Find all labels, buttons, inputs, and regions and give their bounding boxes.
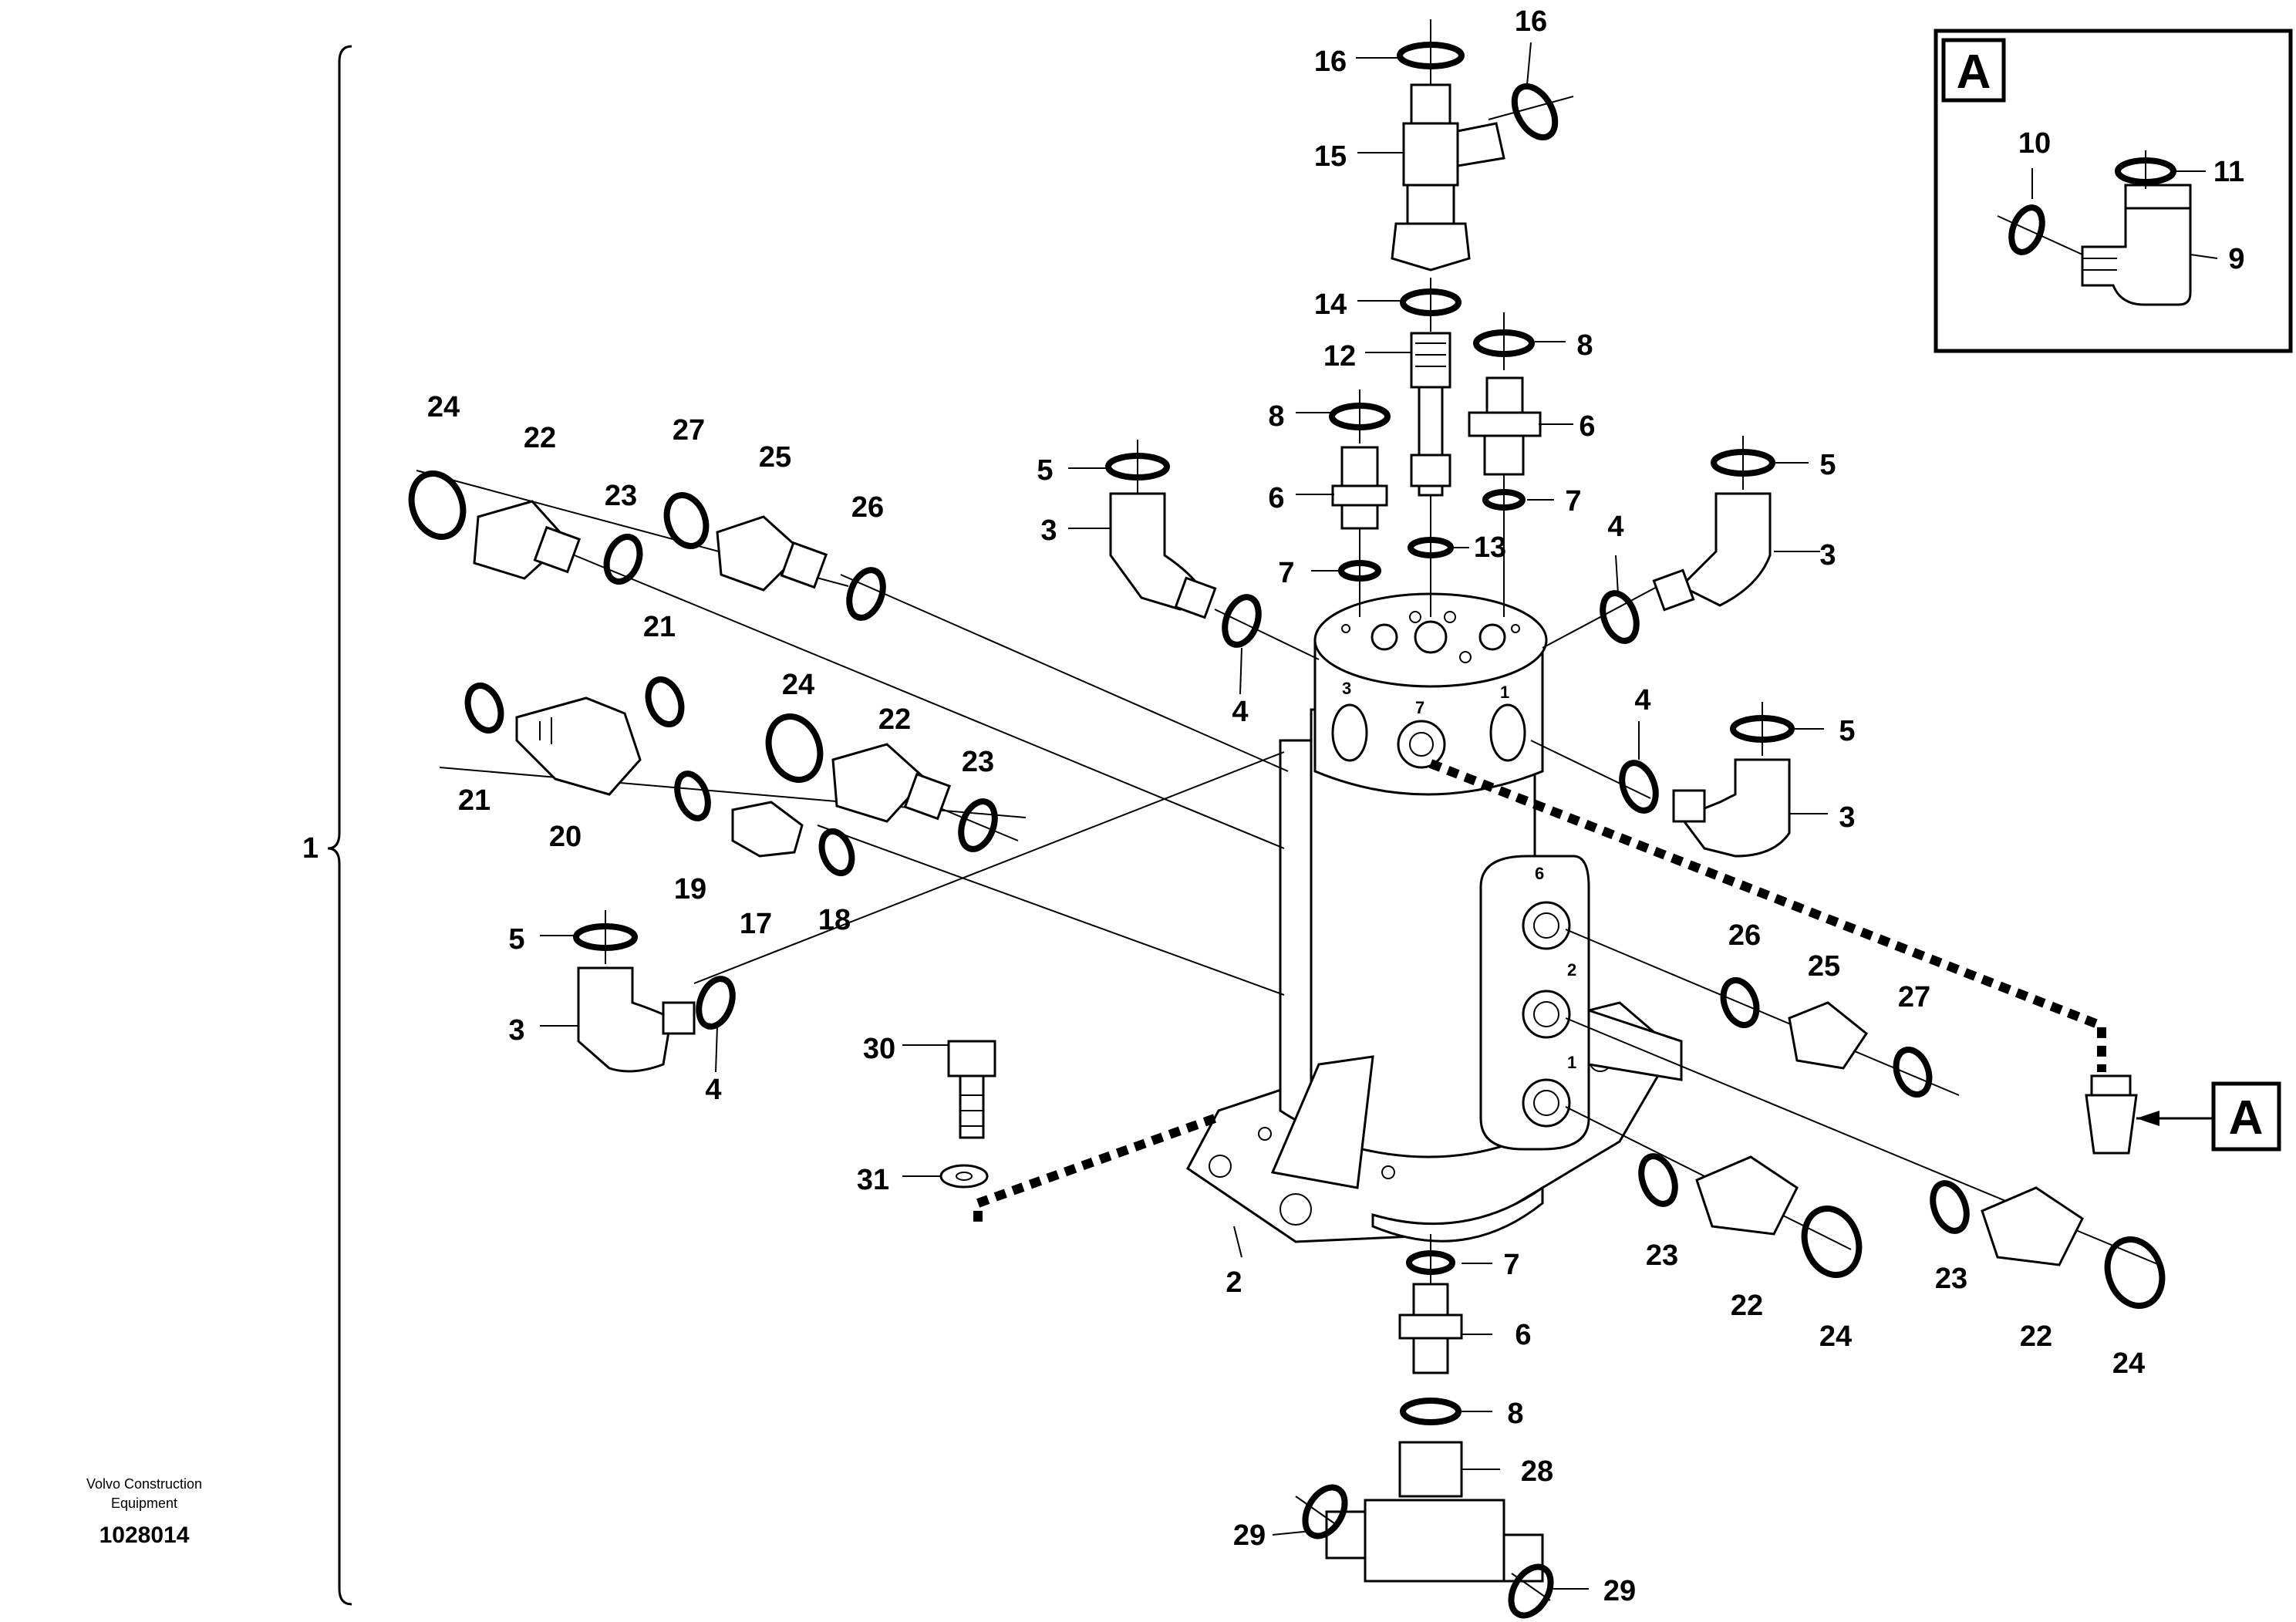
callout-14: 14 xyxy=(1314,288,1347,321)
elbow-3-lower-left xyxy=(573,910,736,1073)
elbow-3-upper-left xyxy=(1105,440,1262,648)
callout-31: 31 xyxy=(857,1164,889,1196)
detail-callout-9: 9 xyxy=(2228,243,2244,275)
left-fitting-22-top xyxy=(408,470,643,585)
callout-24-a: 24 xyxy=(427,391,460,423)
callout-1: 1 xyxy=(302,832,319,865)
callout-25-a: 25 xyxy=(759,441,791,474)
port-label-3: 3 xyxy=(1342,679,1351,698)
callout-19: 19 xyxy=(674,873,706,905)
callout-leaders xyxy=(540,42,1828,1590)
callout-6-left: 6 xyxy=(1268,482,1284,514)
callout-16-b: 16 xyxy=(1515,5,1547,38)
callout-3-a: 3 xyxy=(1040,514,1057,547)
detail-callout-10: 10 xyxy=(2018,127,2051,160)
callout-3-d: 3 xyxy=(508,1014,524,1047)
top-left-fitting-6 xyxy=(1329,389,1391,582)
callout-15: 15 xyxy=(1314,140,1347,173)
callout-17: 17 xyxy=(740,908,772,940)
top-fitting-stack xyxy=(1391,19,1574,558)
callout-29-a: 29 xyxy=(1233,1519,1266,1552)
callout-18: 18 xyxy=(818,904,851,936)
callout-4-d: 4 xyxy=(705,1074,721,1106)
rotary-joint-body xyxy=(1186,592,1683,1243)
callout-27-b: 27 xyxy=(1898,981,1930,1013)
right-fitting-22-far xyxy=(1930,1180,2166,1309)
document-number: 1028014 xyxy=(99,1523,190,1548)
callout-4-c: 4 xyxy=(1634,684,1650,717)
callout-5-d: 5 xyxy=(508,923,524,956)
callout-22-a: 22 xyxy=(524,422,556,454)
callout-21-b: 21 xyxy=(458,784,491,817)
brand-line-1: Volvo Construction xyxy=(86,1476,202,1492)
callout-5-a: 5 xyxy=(1037,454,1053,487)
left-fitting-25-top xyxy=(663,492,886,621)
left-fitting-20 xyxy=(464,676,711,821)
inset-letter: A xyxy=(1957,46,1991,99)
callout-27-a: 27 xyxy=(673,414,705,447)
callout-3-c: 3 xyxy=(1839,801,1855,834)
callout-4-b: 4 xyxy=(1607,511,1623,543)
callout-28: 28 xyxy=(1521,1455,1553,1488)
callout-23-c: 23 xyxy=(1646,1239,1678,1272)
right-fitting-22-mid xyxy=(1638,1153,1863,1278)
callout-8-bottom: 8 xyxy=(1507,1398,1523,1430)
callout-24-d: 24 xyxy=(2112,1347,2145,1380)
callout-8-left: 8 xyxy=(1268,400,1284,433)
callout-4-a: 4 xyxy=(1232,696,1248,728)
callout-7-bottom: 7 xyxy=(1503,1249,1519,1281)
callout-24-b: 24 xyxy=(782,669,814,701)
top-right-fitting-6 xyxy=(1468,312,1542,511)
callout-6-right: 6 xyxy=(1579,410,1595,443)
right-fitting-25 xyxy=(1720,976,1933,1098)
dashed-line-to-bolt xyxy=(973,1114,1217,1226)
detail-callout-11: 11 xyxy=(2213,156,2244,188)
elbow-3-mid-right xyxy=(1619,702,1795,858)
callout-13: 13 xyxy=(1474,531,1506,564)
bottom-fitting-stack xyxy=(1295,1250,1554,1619)
assembly-brace xyxy=(327,45,352,1606)
callout-29-b: 29 xyxy=(1603,1575,1636,1607)
port-label-2: 2 xyxy=(1567,960,1576,980)
callout-5-c: 5 xyxy=(1839,715,1855,747)
port-label-1b: 1 xyxy=(1567,1053,1576,1072)
detail-inset-a: A 10 11 9 xyxy=(1934,29,2293,353)
left-fitting-22-mid xyxy=(765,713,998,852)
callout-8-right: 8 xyxy=(1576,329,1593,362)
callout-24-c: 24 xyxy=(1819,1320,1852,1353)
brand-line-2: Equipment xyxy=(111,1496,177,1511)
callout-30: 30 xyxy=(863,1033,895,1065)
callout-23-b: 23 xyxy=(962,746,994,778)
port-label-7: 7 xyxy=(1415,698,1424,717)
callout-26-b: 26 xyxy=(1728,919,1761,952)
callout-3-b: 3 xyxy=(1819,539,1836,572)
callout-22-d: 22 xyxy=(2020,1320,2052,1353)
callout-26-a: 26 xyxy=(851,491,884,524)
callout-7-right: 7 xyxy=(1565,485,1581,518)
callout-23-d: 23 xyxy=(1935,1263,1967,1295)
callout-5-b: 5 xyxy=(1819,449,1836,481)
port-label-1a: 1 xyxy=(1500,683,1509,702)
left-fitting-17 xyxy=(731,801,855,877)
callout-21-a: 21 xyxy=(643,611,676,643)
port-label-6: 6 xyxy=(1535,864,1544,883)
callout-22-c: 22 xyxy=(1731,1290,1763,1322)
callout-25-b: 25 xyxy=(1808,950,1840,983)
callout-6-bottom: 6 xyxy=(1515,1319,1531,1351)
detail-a-reference: A xyxy=(2085,1074,2281,1155)
callout-16-a: 16 xyxy=(1314,46,1347,78)
callout-12: 12 xyxy=(1323,340,1356,373)
callout-2: 2 xyxy=(1226,1266,1242,1299)
callouts: 16 16 15 14 12 8 8 6 6 7 7 13 5 5 5 5 3 … xyxy=(427,5,2145,1607)
callout-22-b: 22 xyxy=(878,703,911,736)
elbow-3-upper-right xyxy=(1600,436,1775,644)
detail-a-reference-letter: A xyxy=(2229,1091,2264,1145)
callout-20: 20 xyxy=(549,821,582,853)
callout-7-left: 7 xyxy=(1278,557,1294,589)
callout-23-a: 23 xyxy=(605,480,637,512)
bolt-30-washer-31 xyxy=(939,1040,996,1189)
